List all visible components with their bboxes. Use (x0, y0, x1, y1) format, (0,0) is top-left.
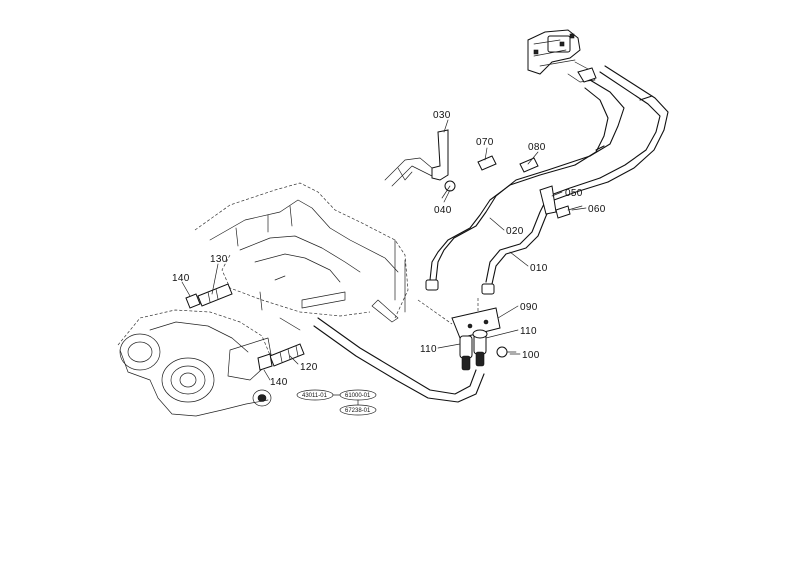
control-valve (527, 29, 597, 83)
part-label-060: 060 (588, 204, 606, 215)
part-label-140-lower: 140 (270, 377, 288, 388)
reference-code-1: 43011-01 (302, 393, 328, 399)
hydraulic-pipes (313, 65, 669, 403)
leader-lines (181, 119, 587, 381)
part-label-090: 090 (520, 302, 538, 313)
reference-codes: 43011-01 61000-01 67238-01 (296, 389, 377, 416)
part-labels: 030 070 080 050 060 040 020 010 090 110 … (172, 110, 606, 388)
bolts-and-fittings (185, 180, 583, 371)
part-label-110-left: 110 (420, 344, 437, 355)
part-label-050: 050 (565, 188, 583, 199)
part-label-100: 100 (522, 350, 540, 361)
part-label-130: 130 (210, 254, 228, 265)
part-label-080: 080 (528, 142, 546, 153)
part-label-120: 120 (300, 362, 318, 373)
part-label-070: 070 (476, 137, 494, 148)
part-label-030: 030 (433, 110, 451, 121)
part-label-010: 010 (530, 263, 548, 274)
reference-code-2: 61000-01 (345, 393, 371, 399)
part-label-040: 040 (434, 205, 452, 216)
part-label-020: 020 (506, 226, 524, 237)
part-label-110-right: 110 (520, 326, 537, 337)
part-label-140-upper: 140 (172, 273, 190, 284)
reference-code-3: 67238-01 (345, 408, 371, 414)
transmission-housing (117, 182, 409, 417)
